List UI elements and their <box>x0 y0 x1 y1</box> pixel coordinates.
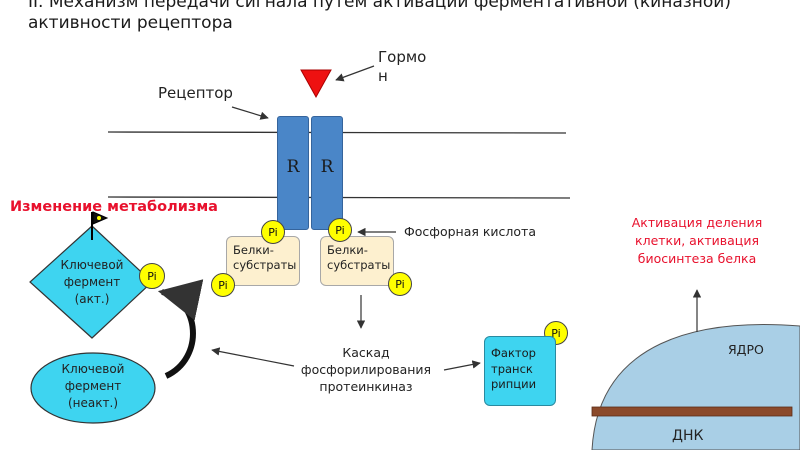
inactive-enzyme-ellipse <box>30 352 156 424</box>
phosphate-badge: Pi <box>139 263 165 289</box>
phosphate-badge: Pi <box>261 220 285 244</box>
phosphoric-acid-label: Фосфорная кислота <box>404 224 537 239</box>
metabolism-change-label: Изменение метаболизма <box>10 199 218 215</box>
substrate-box-left: Белки- субстраты <box>226 236 300 286</box>
phosphate-badge: Pi <box>328 218 352 242</box>
phosphate-badge: Pi <box>388 272 412 296</box>
transcription-factor-box: Фактор транск рипции <box>484 336 556 406</box>
dna-label: ДНК <box>672 428 704 444</box>
active-enzyme-label: Ключевой фермент (акт.) <box>60 258 124 306</box>
cascade-label: Каскад фосфорилирования протеинкиназ <box>300 345 432 394</box>
enzyme-activation-curve <box>157 279 204 379</box>
active-enzyme-diamond <box>29 225 153 339</box>
substrate-box-right: Белки- субстраты <box>320 236 394 286</box>
phosphate-badge: Pi <box>211 273 235 297</box>
slide-title: II. Механизм передачи сигнала путем акти… <box>28 0 731 33</box>
to-enzyme-arrow <box>211 347 295 367</box>
receptor-subunit-right: R <box>311 116 343 230</box>
inactive-enzyme-label: Ключевой фермент (неакт.) <box>61 362 125 410</box>
receptor-subunit-left: R <box>277 116 309 230</box>
flag-pi-dot <box>97 216 101 220</box>
hormone-triangle <box>300 69 332 99</box>
dna-bar <box>591 406 793 417</box>
receptor-arrow <box>231 106 269 120</box>
hormone-arrow <box>335 65 375 82</box>
to-factor-arrow <box>443 360 481 371</box>
activation-label: Активация деления клетки, активация биос… <box>631 215 763 266</box>
receptor-label: Рецептор <box>158 84 233 102</box>
nucleus-label: ЯДРО <box>728 342 764 357</box>
hormone-label: Гормо н <box>378 48 427 85</box>
